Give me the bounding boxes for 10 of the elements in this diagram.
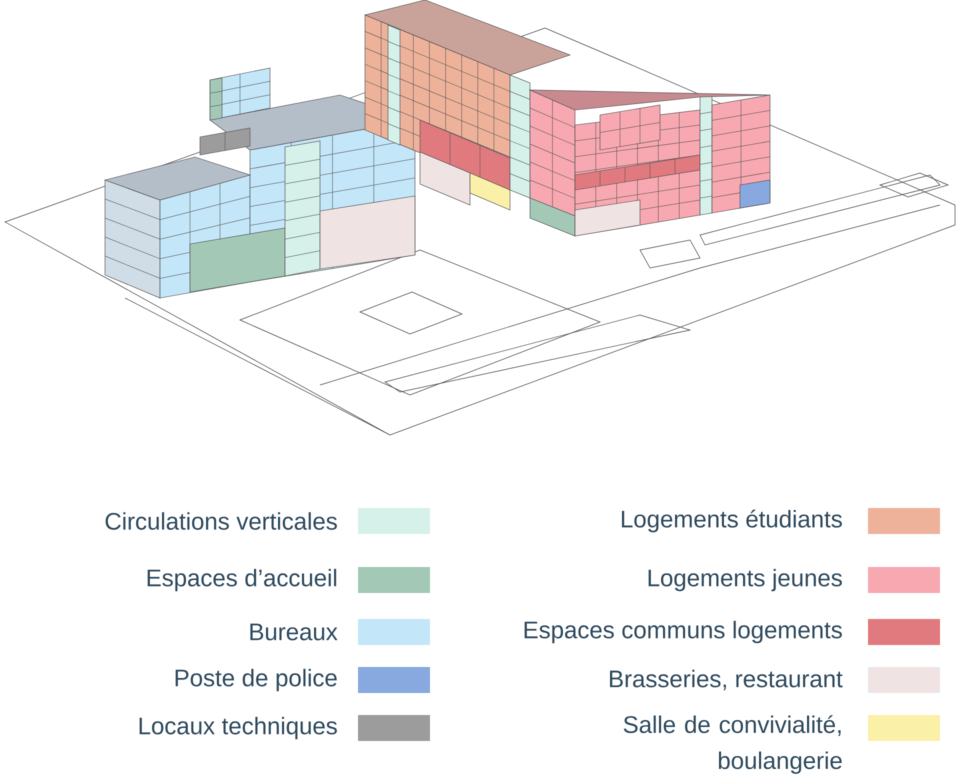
legend-label: Brasseries, restaurant xyxy=(610,670,843,690)
legend-label: Circulations verticales xyxy=(106,512,337,530)
legend-label: Locaux techniques xyxy=(140,716,337,740)
legend-label: Poste de police xyxy=(176,668,337,692)
legend-label: Espaces communs logements xyxy=(524,620,842,644)
legend-label: Logements jeunes xyxy=(648,568,842,592)
legend-label: Salle de convivialité, boulangerie xyxy=(624,715,842,774)
legend-label: Bureaux xyxy=(250,624,338,640)
legend-label: Espaces d’accueil xyxy=(148,568,336,592)
legend-label: Logements étudiants xyxy=(622,510,842,532)
